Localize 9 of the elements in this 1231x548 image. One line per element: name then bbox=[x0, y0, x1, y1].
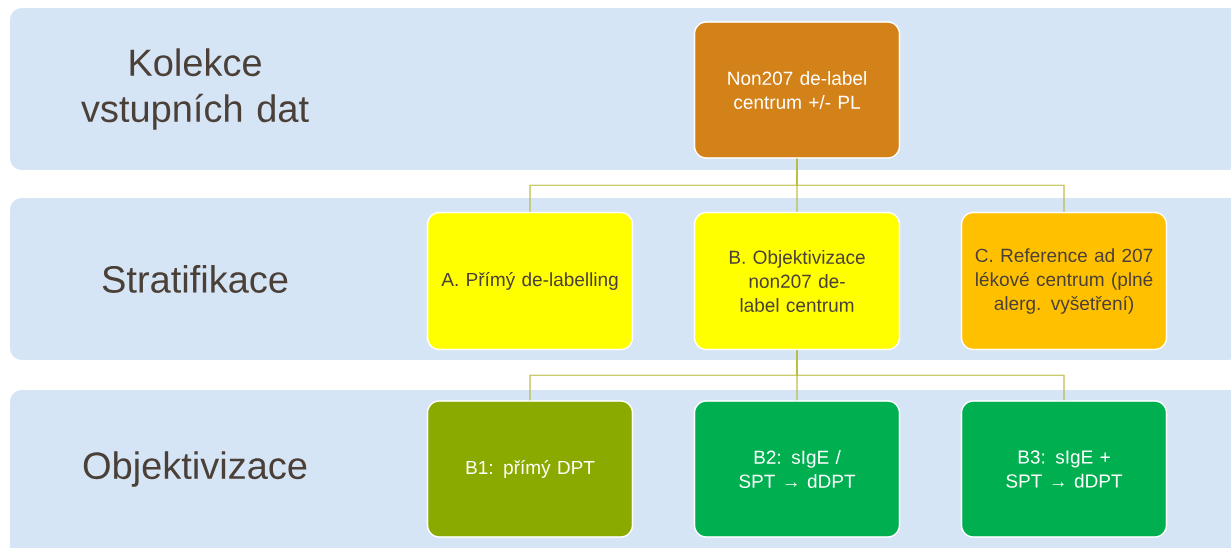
process-box: A. Přímý de-labelling bbox=[426, 211, 634, 351]
process-box: B2: sIgE / SPT → dDPT bbox=[693, 400, 901, 538]
process-box: B1: přímý DPT bbox=[426, 400, 634, 538]
process-box: Non207 de-label centrum +/- PL bbox=[693, 21, 901, 159]
process-box: B3: sIgE + SPT → dDPT bbox=[960, 400, 1168, 538]
process-box: B. Objektivizace non207 de-label centrum bbox=[693, 211, 901, 351]
process-box: C. Reference ad 207 lékové centrum (plné alerg. vyšetření) bbox=[960, 211, 1168, 351]
connector-line bbox=[796, 349, 1065, 401]
connector-line bbox=[796, 158, 1065, 213]
